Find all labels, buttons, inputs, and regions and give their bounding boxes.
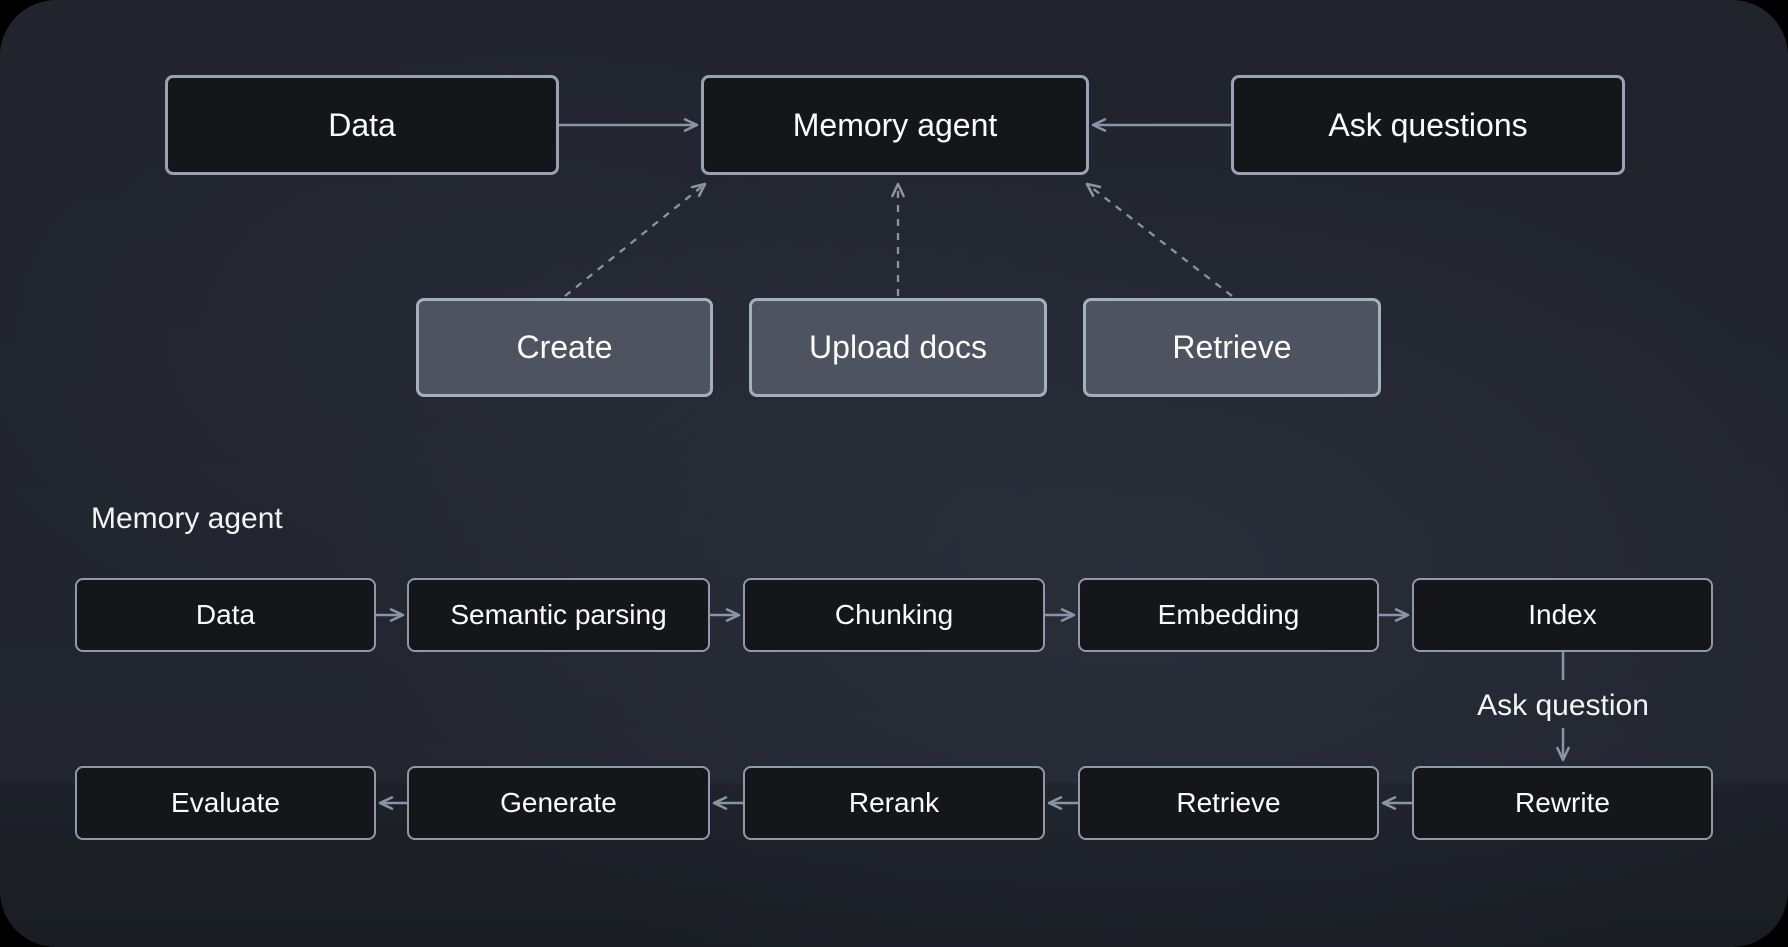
edge-label-ask-question: Ask question <box>1477 689 1649 722</box>
node-ask-questions: Ask questions <box>1231 75 1625 175</box>
edge-create-to-memory-agent <box>564 182 707 297</box>
node-pipeline-rewrite: Rewrite <box>1412 766 1713 840</box>
node-pipeline-embedding: Embedding <box>1078 578 1379 652</box>
node-create: Create <box>416 298 713 397</box>
edge-retrieve-to-memory-agent <box>1085 182 1233 297</box>
node-retrieve: Retrieve <box>1083 298 1381 397</box>
node-upload-docs: Upload docs <box>749 298 1047 397</box>
node-pipeline-generate: Generate <box>407 766 710 840</box>
node-pipeline-data: Data <box>75 578 376 652</box>
node-pipeline-index: Index <box>1412 578 1713 652</box>
section-title-memory-agent: Memory agent <box>91 502 283 535</box>
node-pipeline-rerank: Rerank <box>743 766 1045 840</box>
node-pipeline-semantic-parsing: Semantic parsing <box>407 578 710 652</box>
node-data: Data <box>165 75 559 175</box>
node-pipeline-evaluate: Evaluate <box>75 766 376 840</box>
node-memory-agent: Memory agent <box>701 75 1089 175</box>
node-pipeline-retrieve: Retrieve <box>1078 766 1379 840</box>
node-pipeline-chunking: Chunking <box>743 578 1045 652</box>
